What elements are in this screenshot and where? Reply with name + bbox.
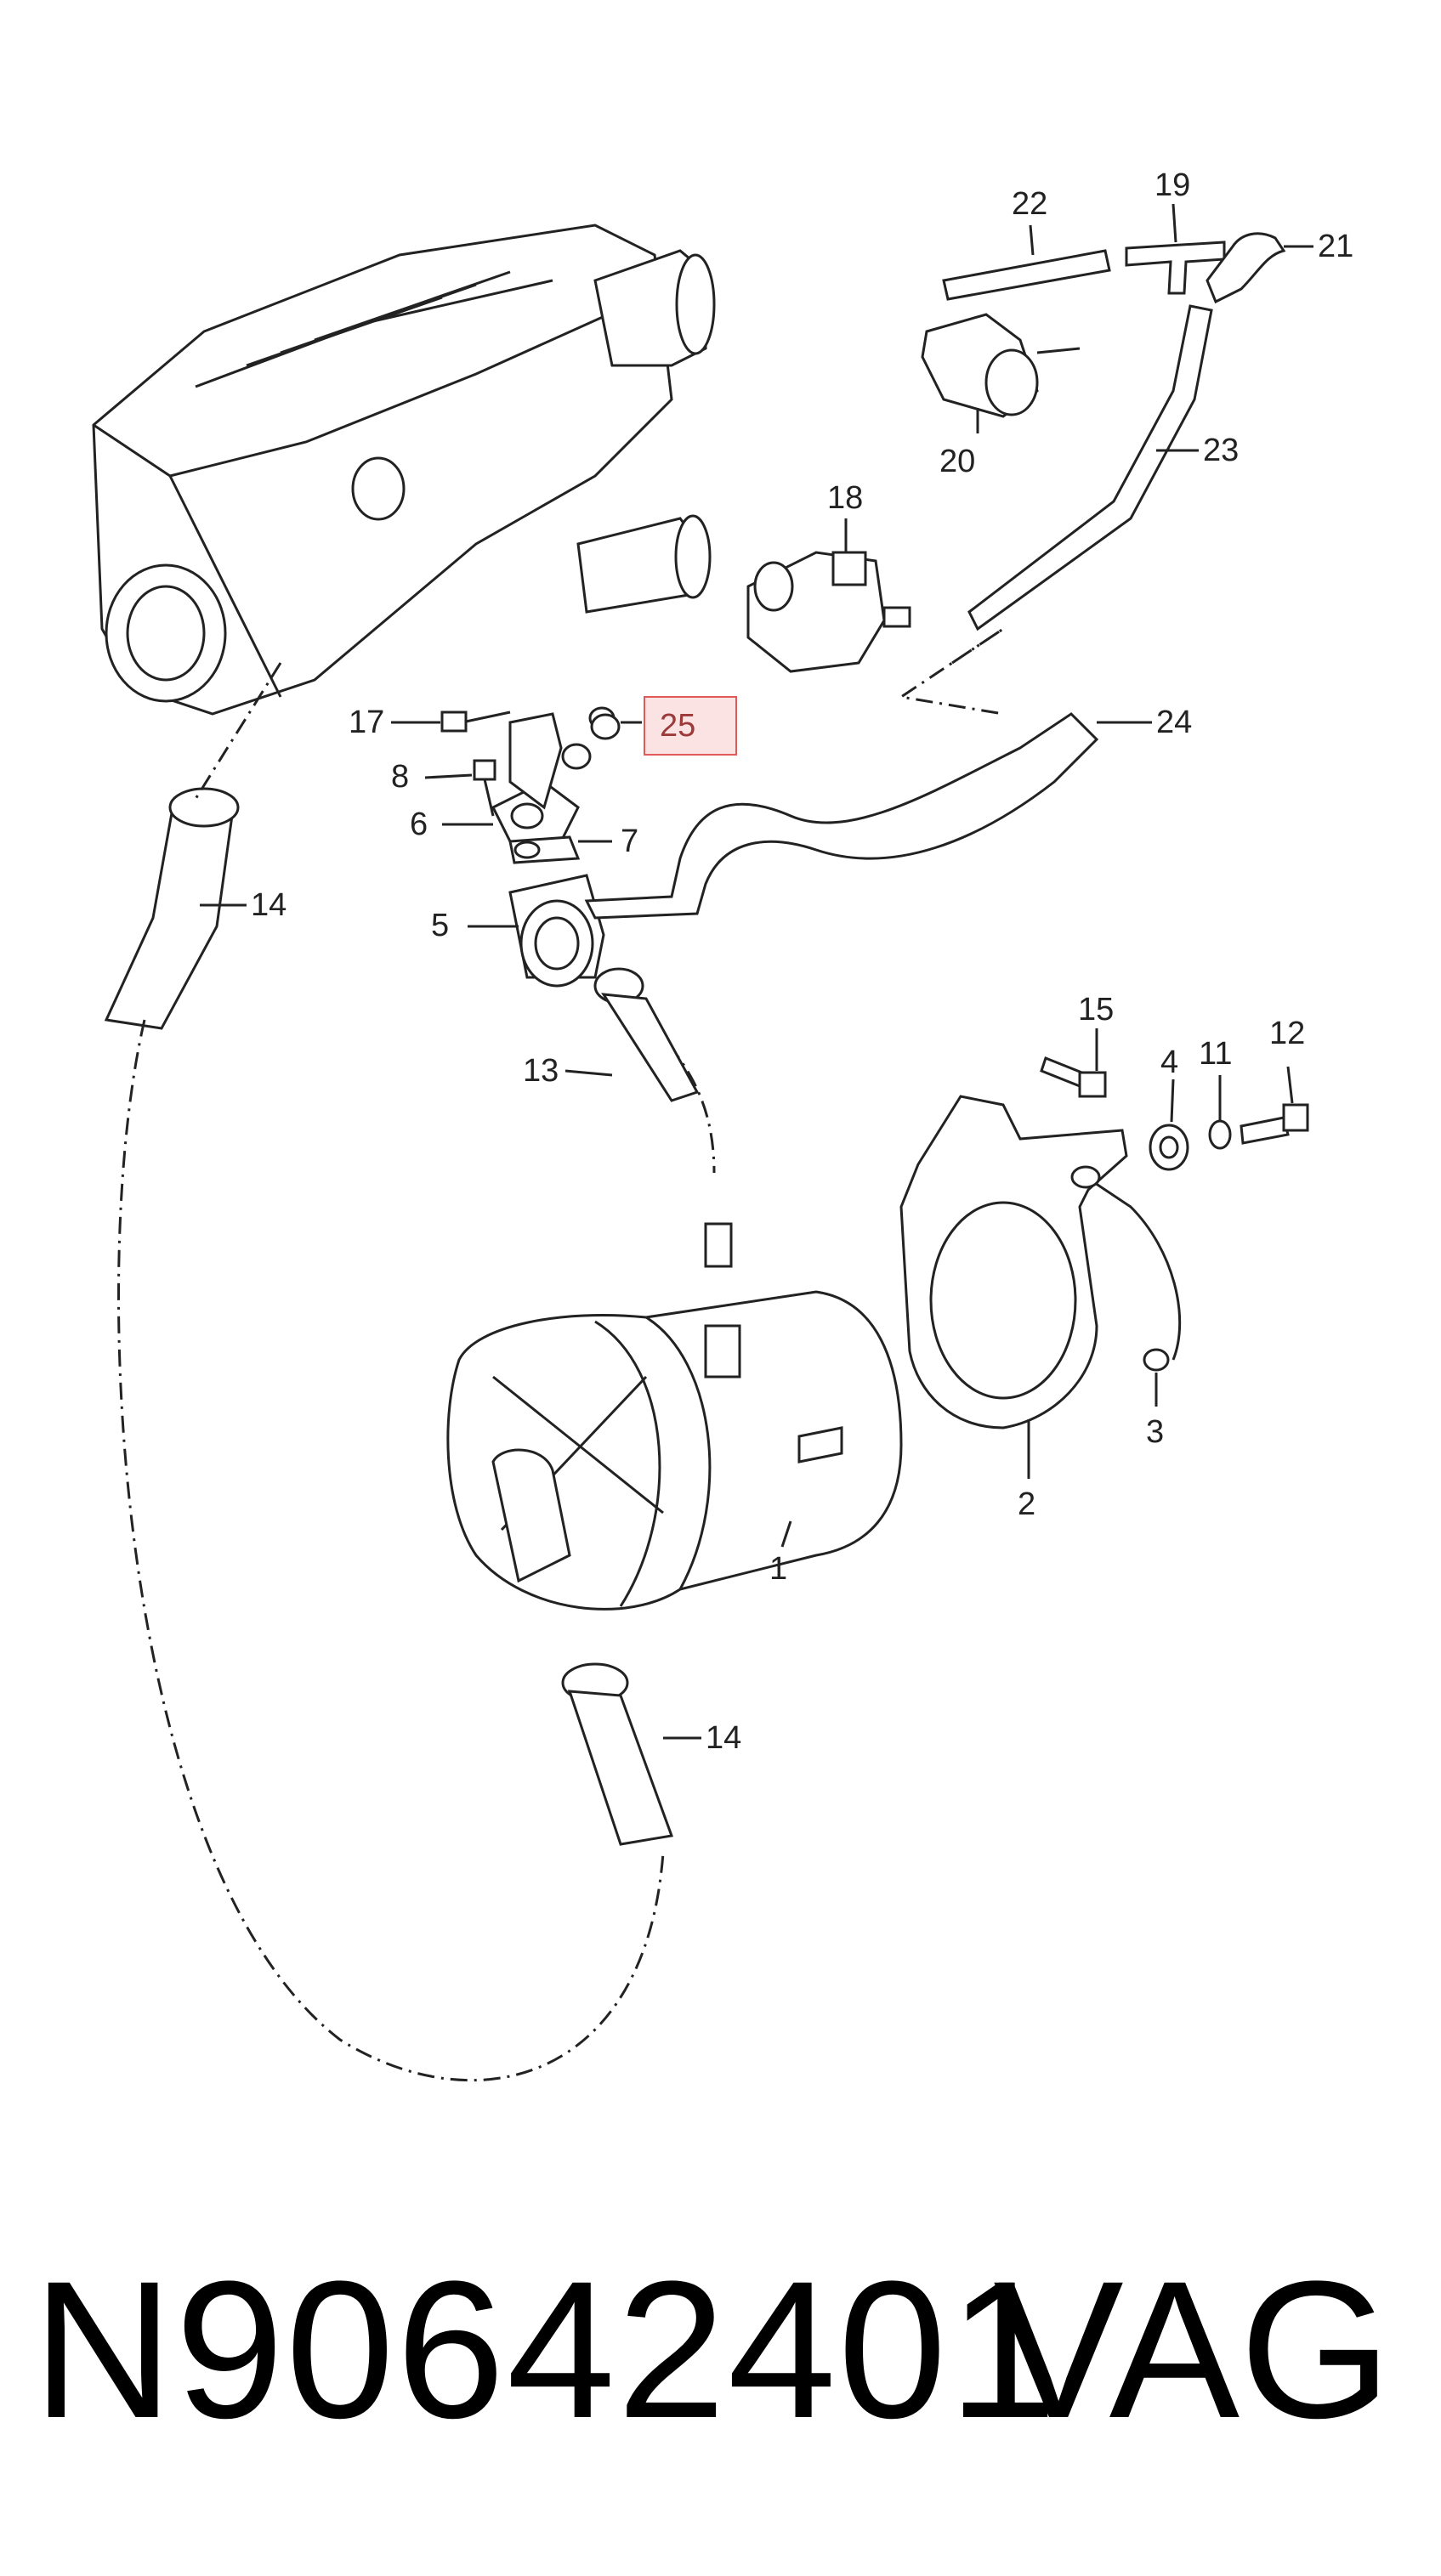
callout-1: 1 — [769, 1551, 787, 1587]
air-filter-housing — [92, 224, 716, 716]
callout-labels: 1 2 3 4 5 6 7 8 11 12 13 14 14 15 17 18 … — [251, 167, 1353, 1756]
callout-14-lower: 14 — [706, 1720, 741, 1756]
exploded-parts-diagram: 1 2 3 4 5 6 7 8 11 12 13 14 14 15 17 18 … — [92, 167, 1353, 2082]
callout-7: 7 — [621, 824, 638, 859]
callout-24: 24 — [1156, 705, 1192, 740]
combination-valve-5 — [491, 706, 616, 988]
callout-20: 20 — [939, 444, 975, 479]
pressure-converter-20 — [921, 313, 1081, 418]
bolt-17 — [440, 711, 511, 733]
callout-15: 15 — [1078, 992, 1114, 1028]
callout-8: 8 — [391, 759, 409, 795]
hose-23 — [967, 304, 1213, 631]
leader-lines — [200, 203, 1313, 1740]
hose-24 — [584, 712, 1099, 920]
brand-name: VAG — [993, 2240, 1392, 2459]
hose-14-lower — [561, 1662, 674, 1846]
callout-14-upper: 14 — [251, 887, 286, 923]
bolt-8 — [473, 759, 496, 817]
callout-23: 23 — [1203, 433, 1239, 468]
callout-19: 19 — [1155, 167, 1190, 203]
hose-21 — [1206, 232, 1286, 304]
callout-13: 13 — [523, 1053, 559, 1089]
callout-4: 4 — [1160, 1045, 1178, 1080]
seal-ring-25 — [590, 713, 621, 740]
hose-22 — [942, 249, 1111, 301]
callout-17: 17 — [349, 705, 384, 740]
bolt-15 — [1040, 1056, 1107, 1098]
part-number: N90642401 — [32, 2240, 1059, 2459]
rubber-mount-4 — [1149, 1124, 1189, 1171]
t-piece-19 — [1125, 241, 1226, 295]
bracket-2 — [899, 1095, 1128, 1430]
callout-6: 6 — [410, 807, 428, 842]
bolt-12 — [1240, 1103, 1309, 1145]
secondary-air-pump-1 — [446, 1222, 903, 1611]
strap-3 — [1070, 1165, 1182, 1372]
callout-2: 2 — [1018, 1486, 1035, 1522]
callout-18: 18 — [827, 480, 863, 516]
callout-11: 11 — [1199, 1036, 1232, 1072]
callout-21: 21 — [1318, 229, 1353, 264]
washer-11 — [1208, 1119, 1232, 1150]
callout-22: 22 — [1012, 186, 1047, 222]
callout-12: 12 — [1269, 1016, 1305, 1051]
highlight-box-25 — [644, 696, 737, 756]
hose-13 — [593, 967, 700, 1102]
callout-3: 3 — [1146, 1414, 1164, 1450]
callout-5: 5 — [431, 908, 449, 943]
hose-14-upper — [104, 787, 240, 1030]
callout-25: 25 — [660, 708, 695, 744]
solenoid-valve-18 — [746, 551, 911, 673]
